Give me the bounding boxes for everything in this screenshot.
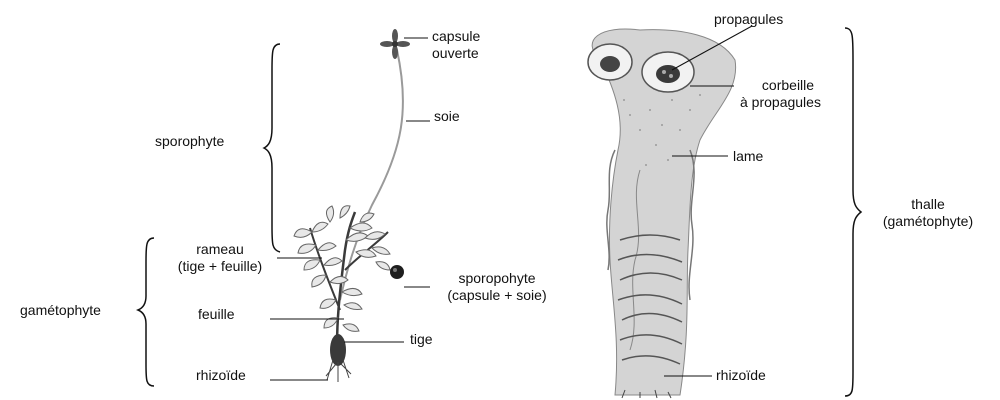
label-sporophyte: sporophyte bbox=[155, 133, 224, 150]
label-capsule-line2: ouverte bbox=[432, 45, 480, 62]
sporophyte-brace bbox=[264, 44, 280, 252]
label-rameau-line1: rameau bbox=[160, 241, 280, 258]
label-rhizoide-left: rhizoïde bbox=[196, 367, 246, 384]
label-sporopohyte-line2: (capsule + soie) bbox=[432, 287, 562, 304]
moss-plant bbox=[294, 29, 410, 382]
label-sporopohyte-line1: sporopohyte bbox=[432, 270, 562, 287]
open-capsule bbox=[380, 29, 410, 59]
label-corbeille-line1: corbeille bbox=[740, 77, 836, 94]
label-sporopohyte: sporopohyte (capsule + soie) bbox=[432, 270, 562, 304]
label-corbeille: corbeille à propagules bbox=[740, 77, 836, 111]
moss-rhizoids bbox=[326, 360, 351, 382]
label-propagules: propagules bbox=[714, 11, 783, 28]
moss-seta bbox=[340, 50, 403, 300]
young-capsule bbox=[390, 265, 404, 279]
label-thalle-line1: thalle bbox=[868, 196, 988, 213]
label-corbeille-line2: à propagules bbox=[740, 94, 836, 111]
label-rhizoide-right: rhizoïde bbox=[716, 367, 766, 384]
label-rameau-line2: (tige + feuille) bbox=[160, 258, 280, 275]
label-soie: soie bbox=[434, 108, 460, 125]
liverwort-thallus bbox=[588, 29, 736, 398]
thalle-brace bbox=[845, 28, 861, 396]
label-thalle-line2: (gamétophyte) bbox=[868, 213, 988, 230]
gametophyte-brace bbox=[138, 238, 154, 386]
label-capsule-ouverte: capsule ouverte bbox=[432, 28, 480, 62]
label-rameau: rameau (tige + feuille) bbox=[160, 241, 280, 275]
label-feuille: feuille bbox=[198, 306, 235, 323]
label-capsule-line1: capsule bbox=[432, 28, 480, 45]
label-lame: lame bbox=[733, 148, 763, 165]
label-tige: tige bbox=[410, 331, 433, 348]
label-gametophyte: gamétophyte bbox=[20, 302, 101, 319]
moss-branch bbox=[310, 228, 340, 310]
label-thalle: thalle (gamétophyte) bbox=[868, 196, 988, 230]
